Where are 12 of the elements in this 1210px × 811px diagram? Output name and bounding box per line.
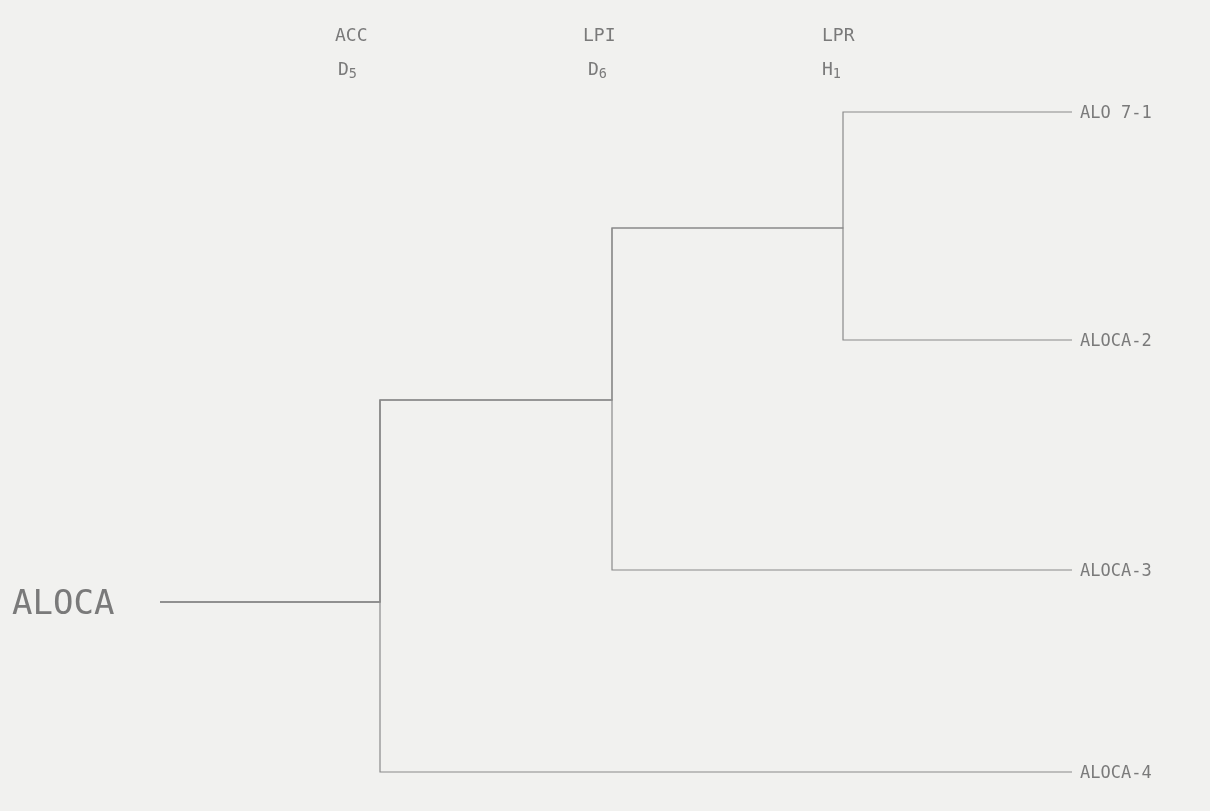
outcome-label: ALOCA-2: [1079, 331, 1152, 349]
outcome-label: ALOCA-4: [1079, 763, 1152, 781]
outcome-label: ALO 7-1: [1079, 103, 1152, 121]
column-heading: LPI: [583, 26, 616, 44]
column-heading: D$_{5}$: [338, 60, 357, 78]
branch-line: [159, 601, 1073, 773]
column-heading: ACC: [335, 26, 368, 44]
column-heading: D$_{6}$: [588, 60, 607, 78]
outcome-label: ALOCA-3: [1079, 561, 1152, 579]
column-heading: LPR: [822, 26, 855, 44]
outcome-label: ALOCA: [11, 585, 115, 619]
column-heading: H$_{1}$: [822, 60, 841, 78]
